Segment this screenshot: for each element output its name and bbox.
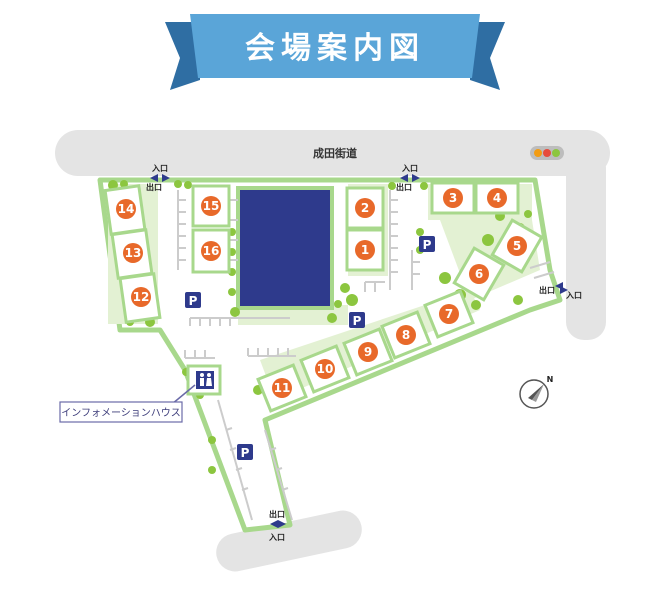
parking-sign: P <box>185 292 201 308</box>
gate-bottom: 出口 入口 <box>268 509 286 542</box>
booth-2[interactable]: 2 <box>345 186 385 230</box>
booth-1[interactable]: 1 <box>345 228 385 272</box>
svg-text:14: 14 <box>118 202 135 216</box>
svg-text:1: 1 <box>361 243 369 257</box>
booth-9[interactable]: 9 <box>342 327 394 377</box>
svg-text:13: 13 <box>125 246 142 260</box>
side-road <box>566 150 606 340</box>
svg-text:8: 8 <box>402 328 410 342</box>
info-house-callout: インフォメーションハウス <box>59 401 183 423</box>
svg-text:4: 4 <box>493 191 501 205</box>
gate-top-left: 入口 出口 <box>146 164 170 192</box>
svg-text:P: P <box>423 238 432 252</box>
title-banner: 会場案内図 <box>165 14 505 90</box>
booth-4[interactable]: 4 <box>474 181 520 215</box>
svg-text:P: P <box>189 294 198 308</box>
svg-text:入口: 入口 <box>151 164 168 173</box>
road-label: 成田街道 <box>313 146 357 160</box>
roads: 成田街道 <box>55 130 610 572</box>
parking-sign: P <box>237 444 253 460</box>
restroom-icon <box>196 371 214 389</box>
booth-11[interactable]: 11 <box>256 363 308 413</box>
svg-text:出口: 出口 <box>396 182 412 192</box>
booths: 1 2 3 4 5 6 7 <box>103 181 544 413</box>
booth-5[interactable]: 5 <box>490 218 544 274</box>
callout-line <box>171 384 196 405</box>
svg-text:出口: 出口 <box>146 182 162 192</box>
parking-sign: P <box>349 312 365 328</box>
svg-text:P: P <box>241 446 250 460</box>
svg-text:5: 5 <box>513 239 521 253</box>
info-house-label: インフォメーションハウス <box>61 407 181 419</box>
gate-right: 出口 入口 <box>539 282 582 300</box>
svg-text:12: 12 <box>133 290 150 304</box>
svg-text:6: 6 <box>475 267 483 281</box>
svg-text:2: 2 <box>361 201 369 215</box>
booth-8[interactable]: 8 <box>380 310 432 360</box>
svg-text:11: 11 <box>274 381 291 395</box>
svg-text:入口: 入口 <box>565 291 582 300</box>
parking-stripes <box>177 190 555 521</box>
svg-text:9: 9 <box>364 345 372 359</box>
booth-16[interactable]: 16 <box>191 228 231 274</box>
svg-text:3: 3 <box>449 191 457 205</box>
booth-15[interactable]: 15 <box>191 184 231 228</box>
north-arrow-icon: N <box>519 375 554 409</box>
svg-text:10: 10 <box>317 362 334 376</box>
svg-text:15: 15 <box>203 199 220 213</box>
booth-7[interactable]: 7 <box>423 289 475 339</box>
booth-10[interactable]: 10 <box>299 344 351 394</box>
booth-14[interactable]: 14 <box>103 184 147 236</box>
booth-12[interactable]: 12 <box>118 272 162 324</box>
svg-text:出口: 出口 <box>269 509 285 519</box>
bottom-road <box>216 510 362 572</box>
gate-top-right: 入口 出口 <box>396 164 420 192</box>
main-road <box>55 130 610 176</box>
traffic-light-icon <box>530 146 564 160</box>
svg-text:出口: 出口 <box>539 285 555 295</box>
svg-text:7: 7 <box>445 307 453 321</box>
central-pool <box>236 186 334 310</box>
svg-text:P: P <box>353 314 362 328</box>
parking-signs: P P P P <box>185 236 435 460</box>
info-house[interactable] <box>186 364 222 396</box>
booth-3[interactable]: 3 <box>430 181 476 215</box>
map-title: 会場案内図 <box>245 31 425 66</box>
booth-13[interactable]: 13 <box>110 228 154 280</box>
svg-text:N: N <box>547 375 554 384</box>
svg-text:入口: 入口 <box>401 164 418 173</box>
booth-6[interactable]: 6 <box>452 246 506 302</box>
svg-text:16: 16 <box>203 244 220 258</box>
parking-sign: P <box>419 236 435 252</box>
svg-text:入口: 入口 <box>268 533 285 542</box>
